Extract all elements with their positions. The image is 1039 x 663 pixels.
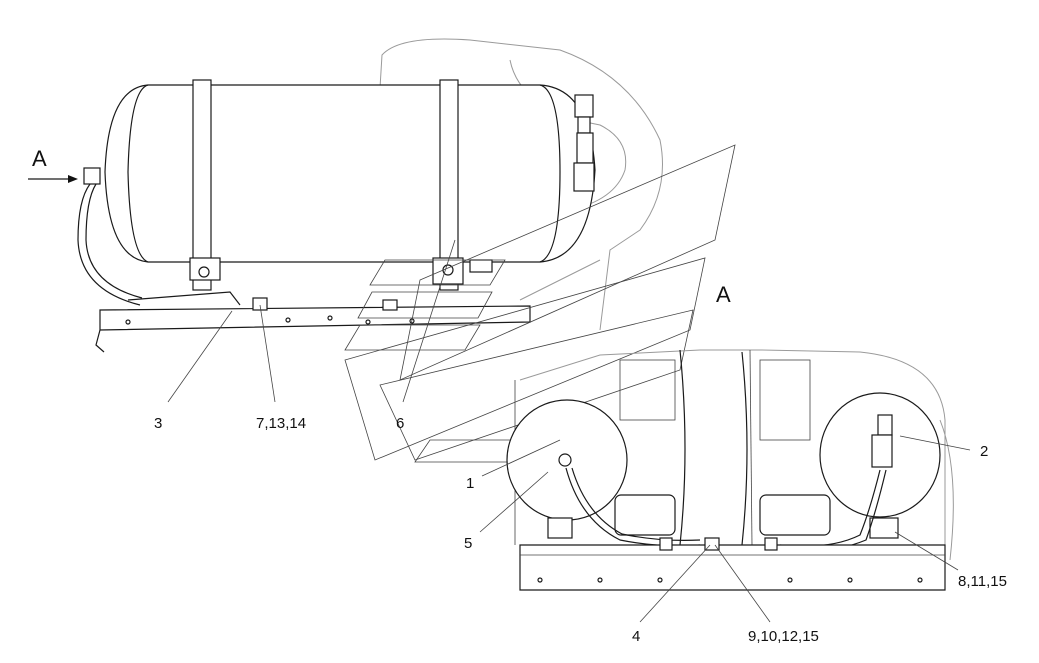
callout-4: 4 [632, 628, 640, 645]
air-receiver-side-view [77, 79, 596, 353]
callout-8-11-15: 8,11,15 [958, 573, 1007, 590]
callout-9-10-12-15: 9,10,12,15 [748, 628, 819, 645]
callout-6: 6 [396, 415, 404, 432]
view-direction-arrow: A [28, 146, 78, 183]
callout-1: 1 [466, 475, 474, 492]
callout-5: 5 [464, 535, 472, 552]
callout-3: 3 [154, 415, 162, 432]
callout-2: 2 [980, 443, 988, 460]
view-label-right: A [716, 282, 731, 307]
view-label-left: A [32, 146, 47, 171]
callout-labels: 3 7,13,14 6 1 5 2 8,11,15 4 9,10,12,15 [154, 415, 1007, 645]
callout-7-13-14: 7,13,14 [256, 415, 306, 432]
rear-view-assembly: A [506, 282, 954, 591]
leader-lines [167, 239, 971, 623]
